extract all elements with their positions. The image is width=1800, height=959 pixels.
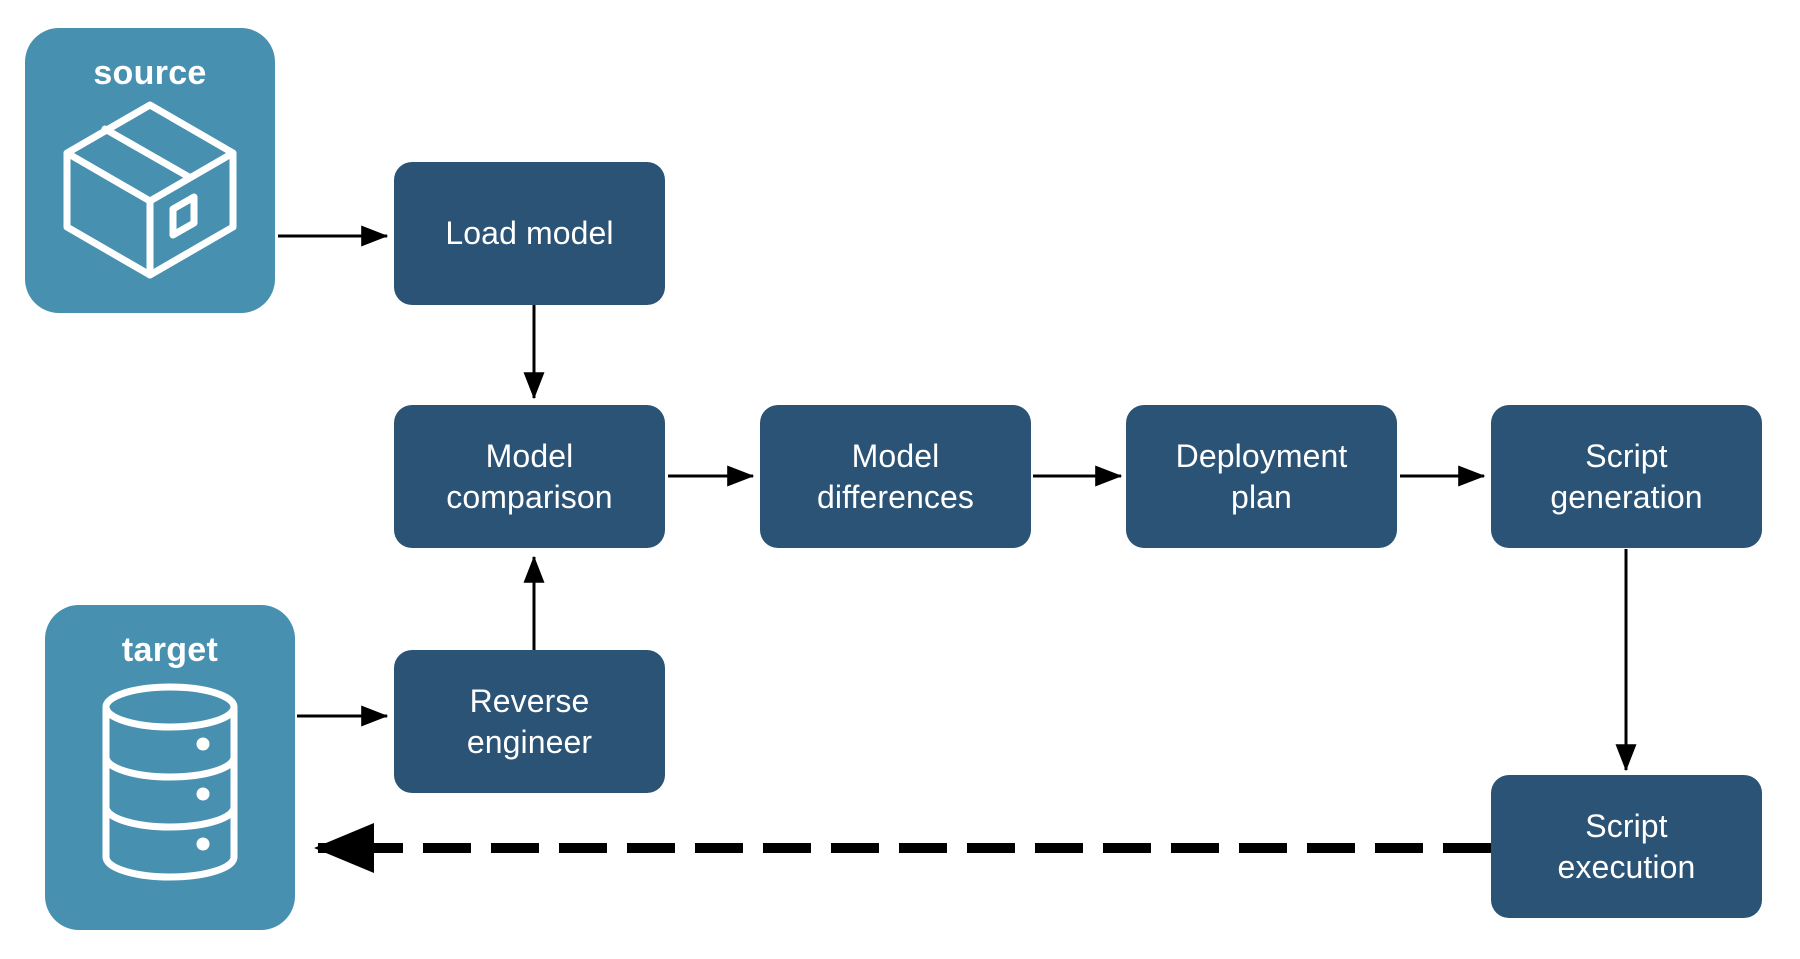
process-model-comparison-line2: comparison [446, 478, 613, 515]
process-deployment-plan-line1: Deployment [1175, 437, 1348, 474]
endpoint-target-label: target [121, 631, 219, 669]
process-script-generation-line2: generation [1550, 478, 1703, 515]
process-reverse-engineer-line1: Reverse [469, 682, 590, 719]
process-model-comparison[interactable]: Model comparison [394, 405, 665, 548]
process-script-generation-line1: Script [1585, 437, 1668, 474]
process-reverse-engineer[interactable]: Reverse engineer [394, 650, 665, 793]
process-model-differences-text: Model differences [817, 436, 974, 518]
process-load-model-line1: Load model [445, 215, 614, 252]
process-model-differences[interactable]: Model differences [760, 405, 1031, 548]
process-deployment-plan[interactable]: Deployment plan [1126, 405, 1397, 548]
process-model-comparison-text: Model comparison [446, 436, 612, 518]
endpoint-target[interactable]: target [45, 605, 295, 930]
endpoint-source-label: source [93, 54, 207, 92]
process-script-generation-text: Script generation [1550, 436, 1702, 518]
process-model-comparison-line1: Model [485, 437, 574, 474]
process-load-model[interactable]: Load model [394, 162, 665, 305]
process-reverse-engineer-line2: engineer [466, 723, 593, 760]
process-model-differences-line2: differences [816, 478, 975, 515]
process-model-differences-line1: Model [851, 437, 940, 474]
package-cube-icon [57, 99, 243, 286]
process-script-generation[interactable]: Script generation [1491, 405, 1762, 548]
process-deployment-plan-text: Deployment plan [1176, 436, 1348, 518]
endpoint-source[interactable]: source [25, 28, 275, 313]
database-cylinder-icon [91, 682, 249, 887]
process-reverse-engineer-text: Reverse engineer [467, 681, 592, 763]
process-deployment-plan-line2: plan [1231, 478, 1292, 515]
process-script-execution-line1: Script [1585, 807, 1668, 844]
process-script-execution[interactable]: Script execution [1491, 775, 1762, 918]
process-script-execution-text: Script execution [1558, 806, 1696, 888]
process-load-model-text: Load model [445, 213, 613, 254]
process-script-execution-line2: execution [1557, 848, 1696, 885]
